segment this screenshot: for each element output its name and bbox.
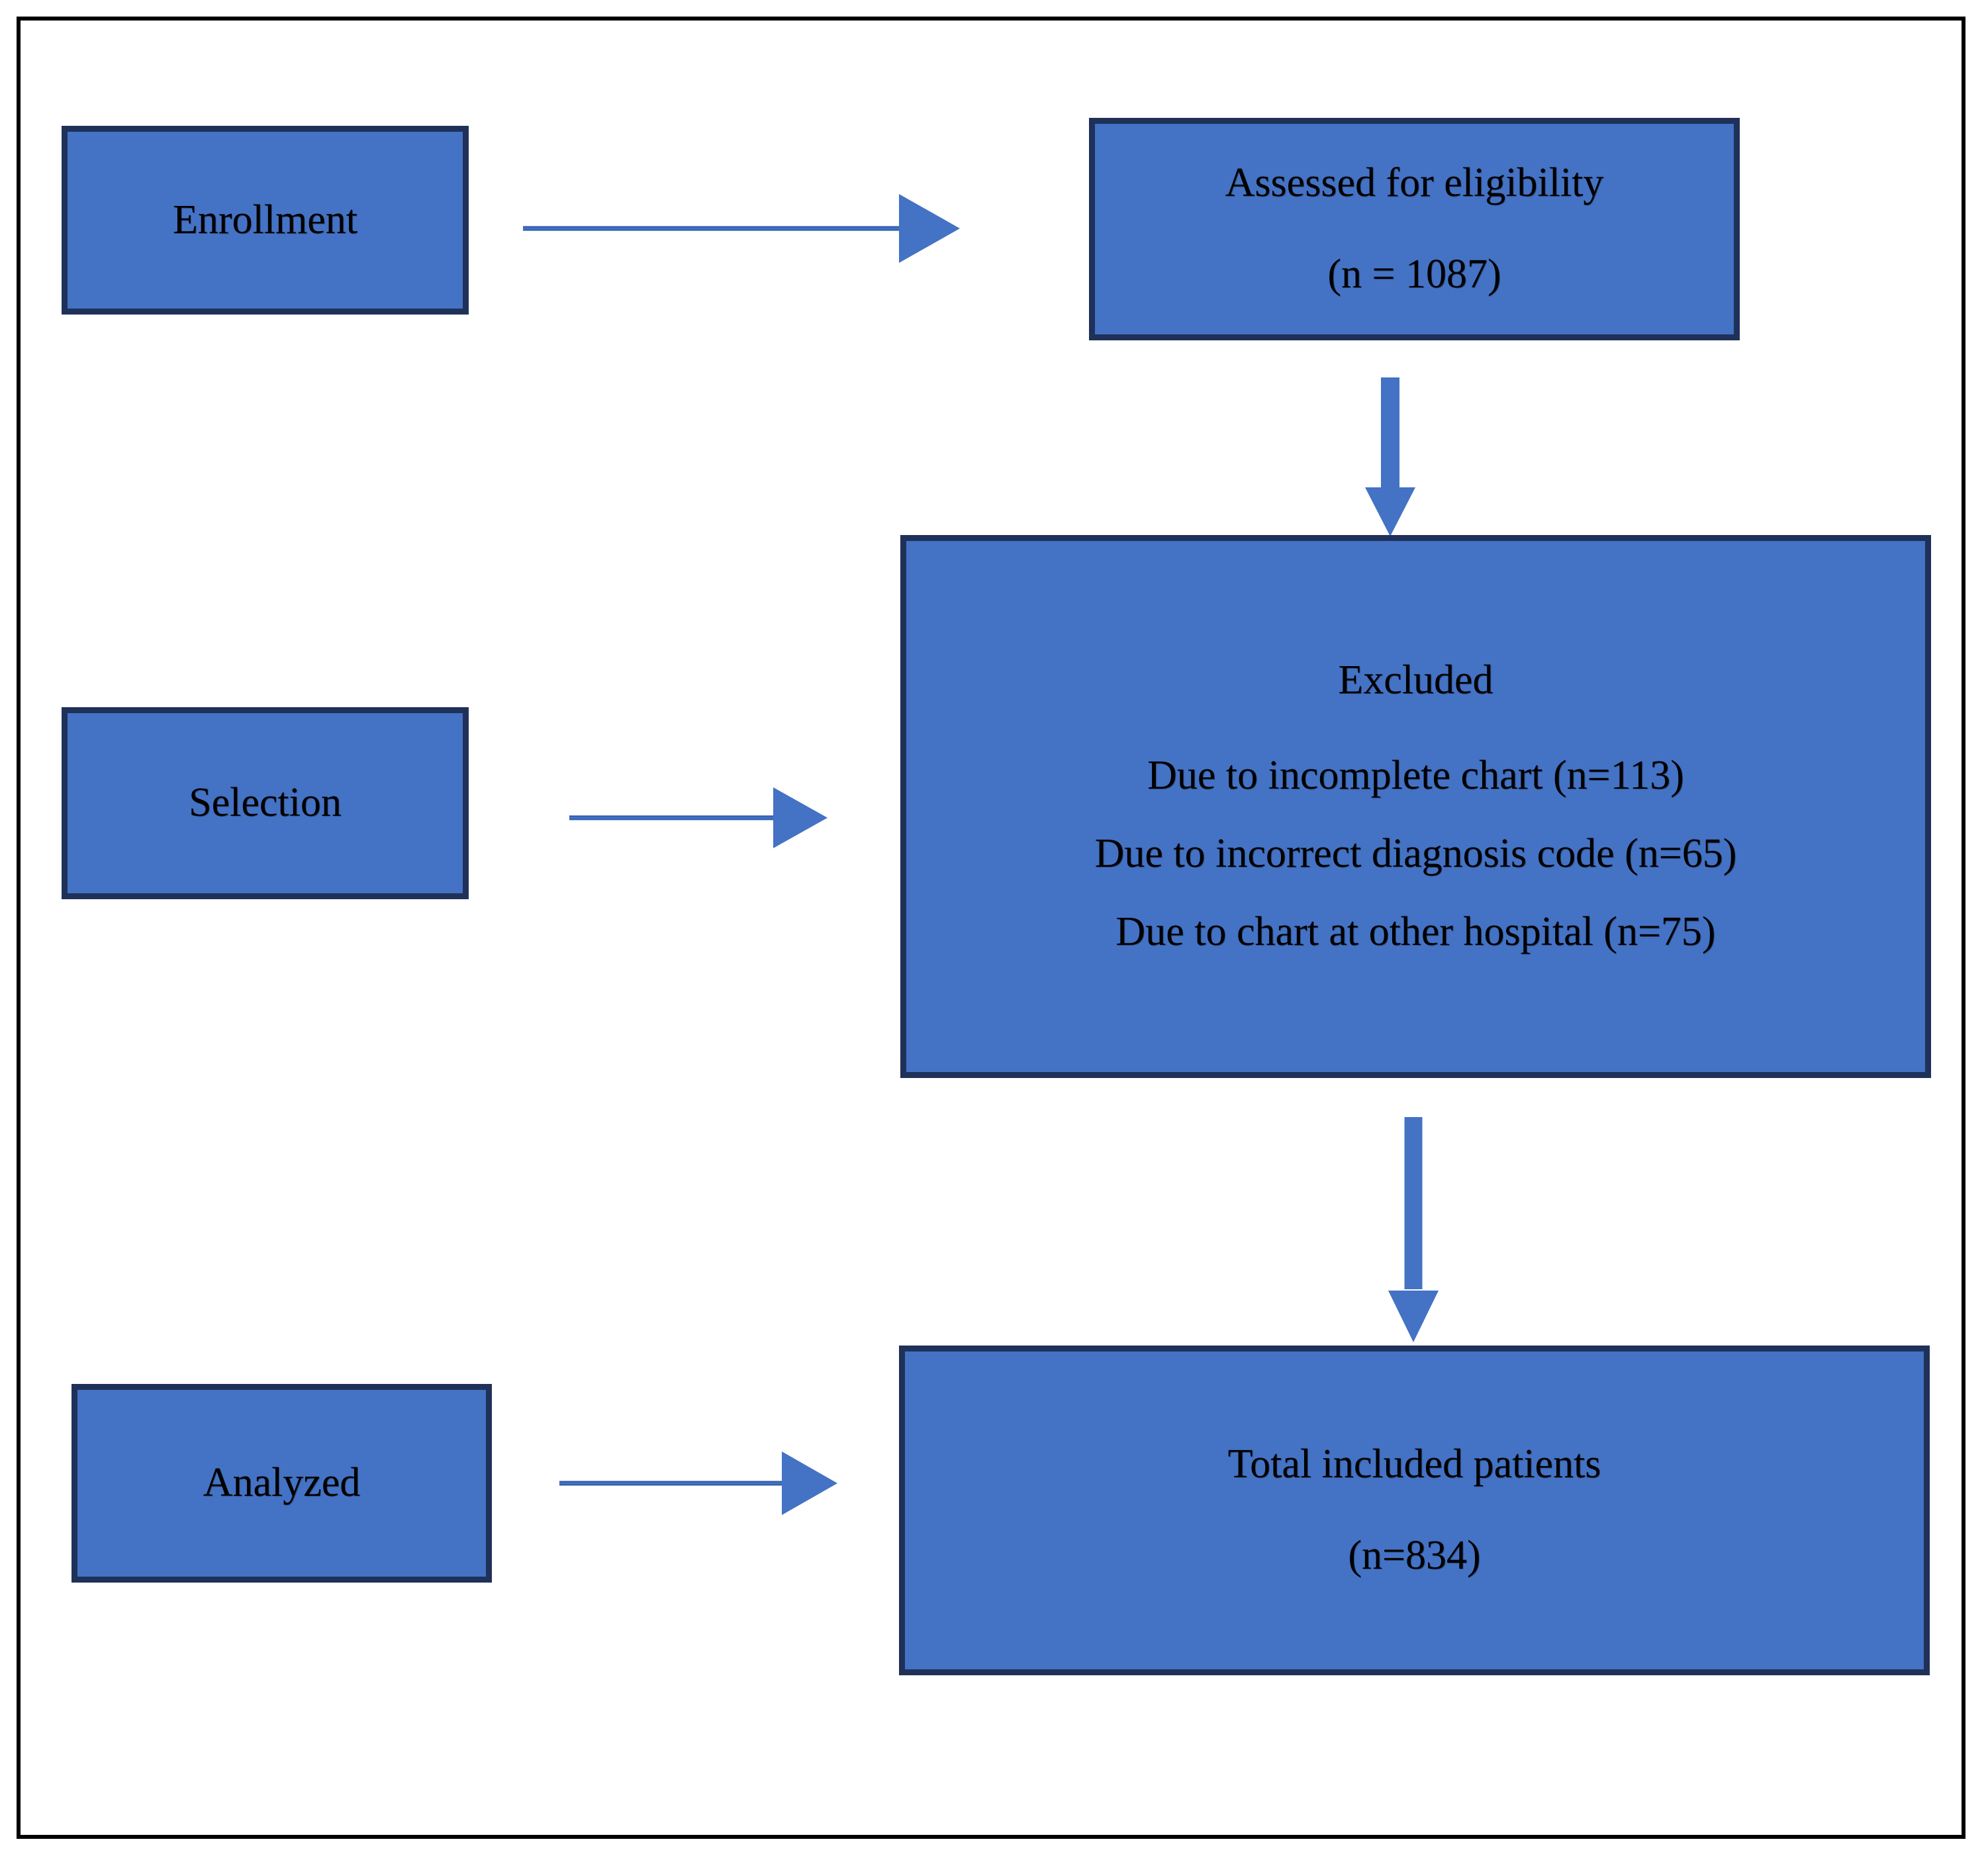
stage-label-analyzed: Analyzed xyxy=(203,1460,361,1506)
excluded-reason-incorrect-diagnosis-code: Due to incorrect diagnosis code (n=65) xyxy=(1094,831,1737,876)
stage-box-analyzed: Analyzed xyxy=(71,1384,492,1583)
total-title: Total included patients xyxy=(1227,1442,1601,1487)
node-box-assessed-for-eligibility: Assessed for eligibility (n = 1087) xyxy=(1089,118,1740,340)
stage-box-selection: Selection xyxy=(62,707,469,899)
excluded-reason-chart-other-hospital: Due to chart at other hospital (n=75) xyxy=(1115,908,1716,954)
stage-label-selection: Selection xyxy=(189,780,342,826)
assessed-count: (n = 1087) xyxy=(1327,252,1501,297)
assessed-title: Assessed for eligibility xyxy=(1225,160,1604,206)
stage-box-enrollment: Enrollment xyxy=(62,126,469,315)
node-box-excluded: Excluded Due to incomplete chart (n=113)… xyxy=(900,535,1931,1078)
node-box-total-included-patients: Total included patients (n=834) xyxy=(899,1346,1930,1675)
stage-label-enrollment: Enrollment xyxy=(173,197,357,242)
excluded-reason-incomplete-chart: Due to incomplete chart (n=113) xyxy=(1147,753,1684,799)
total-count: (n=834) xyxy=(1348,1533,1481,1578)
excluded-title: Excluded xyxy=(1338,658,1493,703)
